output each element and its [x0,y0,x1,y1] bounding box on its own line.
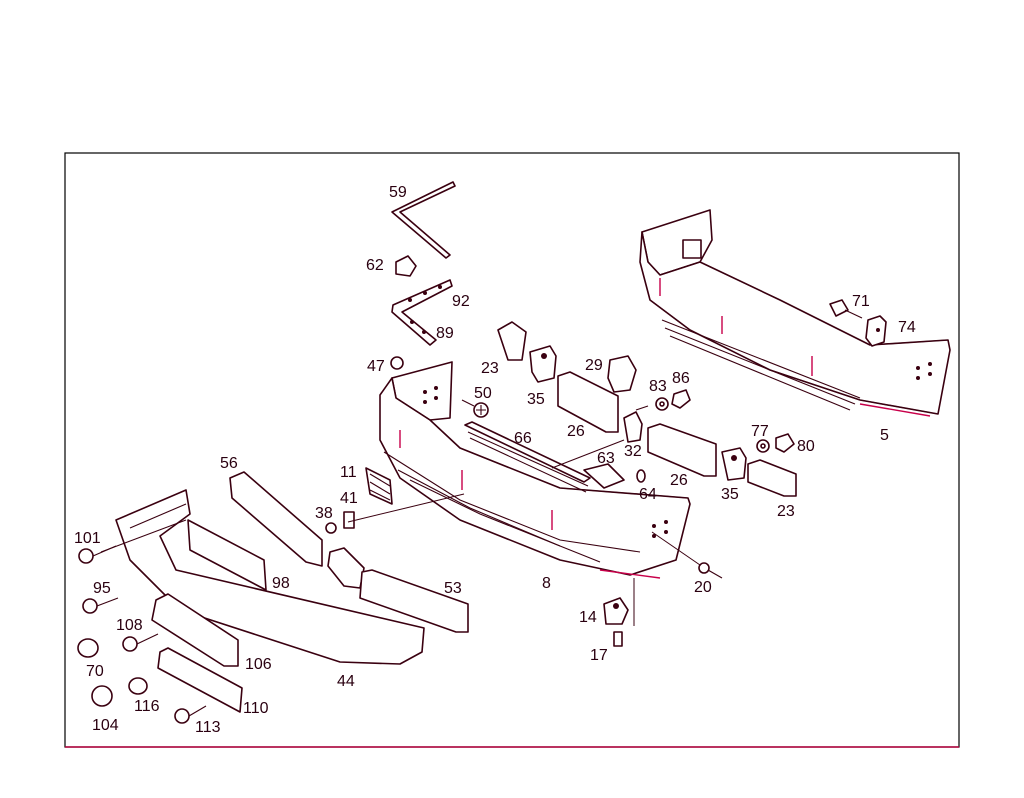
bracket-part-41 [343,511,355,529]
callout-63: 63 [597,450,615,467]
callout-89: 89 [436,325,454,342]
callout-62: 62 [366,257,384,274]
callout-41: 41 [340,490,358,507]
nut-part-47 [390,356,404,370]
bracket-part-23-lower [747,459,797,497]
callout-47: 47 [367,358,385,375]
bracket-part-32 [623,405,649,443]
callout-98: 98 [272,575,290,592]
nut-part-86 [671,389,691,409]
callout-20: 20 [694,579,712,596]
callout-113: 113 [195,719,221,736]
callout-116: 116 [134,698,160,715]
callout-32: 32 [624,443,642,460]
clip-part-62 [395,255,417,277]
callout-8: 8 [542,575,551,592]
callout-64: 64 [639,486,657,503]
trim-strip-part-59 [391,181,456,259]
callout-35-lower: 35 [721,486,739,503]
callout-95: 95 [93,580,111,597]
callout-35-upper: 35 [527,391,545,408]
grille-part-11 [365,467,393,505]
callout-44: 44 [337,673,355,690]
callout-83: 83 [649,378,667,395]
screw-part-113 [174,705,207,724]
screw-part-50 [461,399,489,418]
callout-53: 53 [444,580,462,597]
plate-part-98 [187,519,267,591]
clip-part-63 [583,463,625,489]
callout-59: 59 [389,184,407,201]
callout-110: 110 [243,700,269,717]
callout-38: 38 [315,505,333,522]
callout-23-upper: 23 [481,360,499,377]
bracket-part-23-upper [497,321,527,361]
bolt-part-71 [829,299,863,319]
screw-part-38 [325,522,337,534]
callout-101: 101 [74,530,101,547]
washer-part-64 [636,469,646,483]
leader-lines [100,439,701,626]
strip-part-110 [157,647,243,713]
bracket-part-74 [865,315,887,347]
callout-86: 86 [672,370,690,387]
washer-part-77 [756,439,770,453]
callout-14: 14 [579,609,597,626]
callout-70: 70 [86,663,104,680]
pad-part-26-upper [557,371,619,433]
bracket-part-35-upper [529,345,557,383]
callout-77: 77 [751,423,769,440]
screw-part-95 [82,597,119,614]
callout-74: 74 [898,319,916,336]
pad-part-26-lower [647,423,717,477]
trim-part-53 [359,569,469,633]
callout-92: 92 [452,293,470,310]
screw-part-108 [122,633,159,652]
callout-108: 108 [116,617,143,634]
clip-part-70 [77,638,99,658]
bracket-part-14 [603,597,629,625]
rear-bumper-part-5 [639,209,951,417]
callout-11: 11 [340,464,357,481]
bracket-part-29 [607,355,637,393]
clip-part-17 [613,631,623,647]
callout-labels: 59 62 92 89 47 23 35 29 83 86 50 66 26 3… [74,184,916,736]
callout-17: 17 [590,647,608,664]
clip-part-104 [91,685,113,707]
clip-part-116 [128,677,148,695]
screw-part-20 [698,562,723,579]
callout-26-lower: 26 [670,472,688,489]
callout-71: 71 [852,293,870,310]
callout-23-lower: 23 [777,503,795,520]
bracket-part-35-lower [721,447,747,481]
diagram-frame [64,152,960,748]
reinforcement-part-106 [151,593,239,667]
washer-part-83 [655,397,669,411]
grille-part-66 [464,421,591,493]
callout-26-upper: 26 [567,423,585,440]
callout-56: 56 [220,455,238,472]
nut-part-80 [775,433,795,453]
bracket-part-53-side [327,547,365,589]
callout-50: 50 [474,385,492,402]
strip-part-92-89 [391,279,453,346]
callout-106: 106 [245,656,272,673]
front-bumper-part-8 [379,361,691,579]
callout-80: 80 [797,438,815,455]
callout-29: 29 [585,357,603,374]
callout-5: 5 [880,427,889,444]
callout-66: 66 [514,430,532,447]
callout-104: 104 [92,717,119,734]
bar-part-56 [229,471,323,567]
